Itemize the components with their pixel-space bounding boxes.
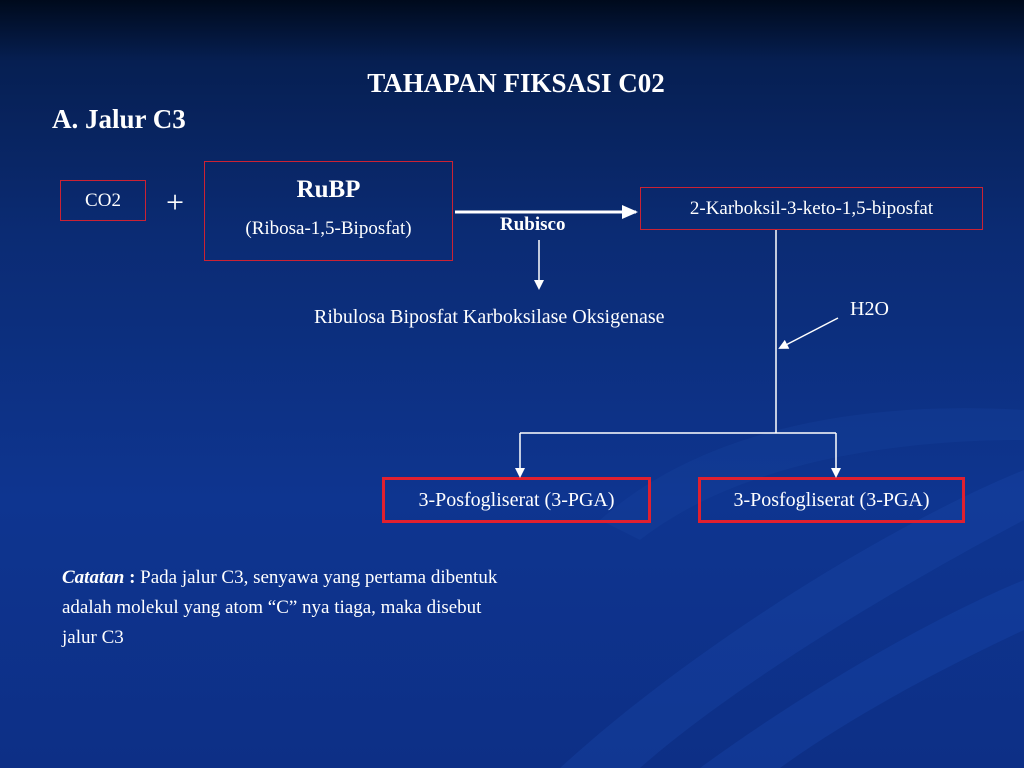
rubp-box: RuBP (Ribosa-1,5-Biposfat) [204, 161, 453, 261]
rubp-name: RuBP [296, 176, 361, 203]
product-box-2: 3-Posfogliserat (3-PGA) [698, 477, 965, 523]
enzyme-full-name: Ribulosa Biposfat Karboksilase Oksigenas… [314, 306, 665, 328]
note-text: Pada jalur C3, senyawa yang pertama dibe… [62, 567, 498, 648]
section-heading: A. Jalur C3 [52, 104, 186, 134]
note-label: Catatan [62, 567, 125, 588]
enzyme-label: Rubisco [500, 214, 566, 235]
intermediate-box: 2-Karboksil-3-keto-1,5-biposfat [640, 187, 983, 230]
product-label-2: 3-Posfogliserat (3-PGA) [733, 488, 930, 511]
co2-label: CO2 [85, 189, 121, 211]
slide-title: TAHAPAN FIKSASI C02 [367, 68, 665, 98]
water-arrow [778, 317, 839, 349]
product-box-1: 3-Posfogliserat (3-PGA) [382, 477, 651, 523]
intermediate-label: 2-Karboksil-3-keto-1,5-biposfat [689, 197, 934, 219]
plus-sign: + [166, 184, 185, 220]
rubp-full-name: (Ribosa-1,5-Biposfat) [245, 218, 412, 239]
co2-box: CO2 [60, 180, 146, 221]
water-label: H2O [850, 298, 889, 320]
note-colon: : [124, 567, 141, 588]
product-label-1: 3-Posfogliserat (3-PGA) [418, 488, 615, 511]
note-paragraph: Catatan : Pada jalur C3, senyawa yang pe… [62, 563, 502, 653]
